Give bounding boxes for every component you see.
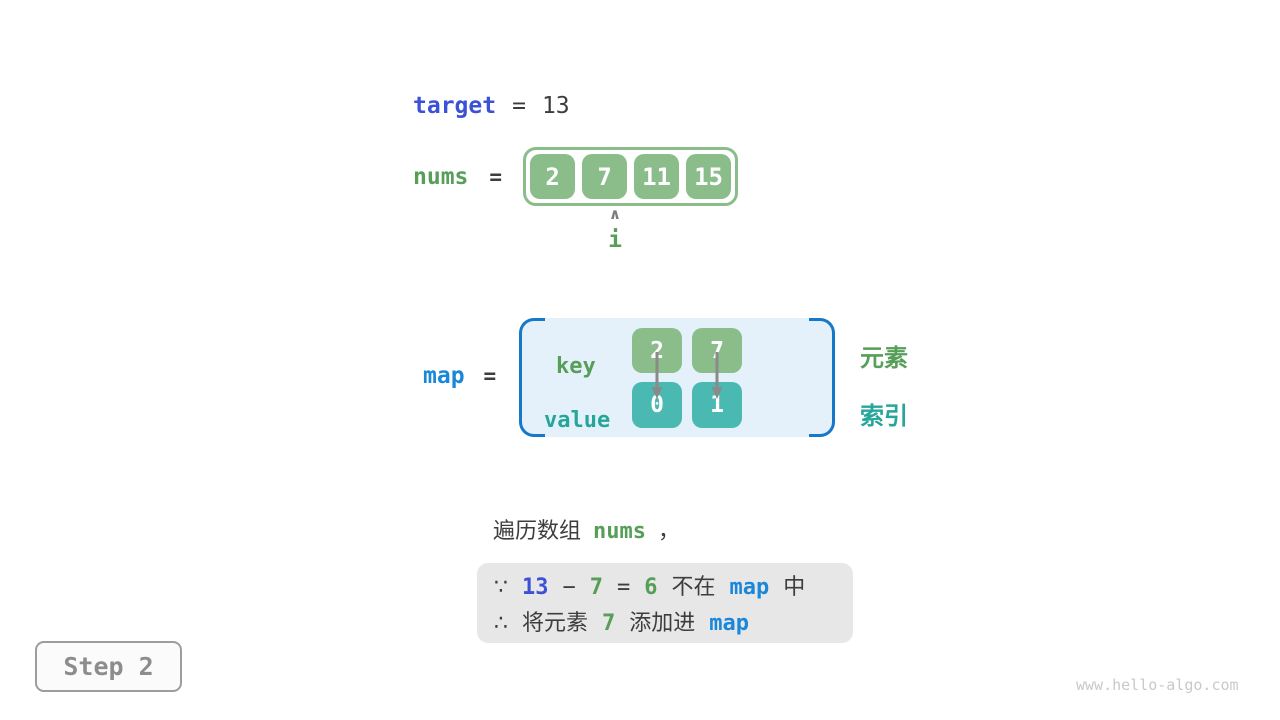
- reason-box: ∵ 13 − 7 = 6 不在 map 中 ∴ 将元素 7 添加进 map: [477, 563, 853, 643]
- nums-line: nums = 2 7 11 15: [413, 147, 739, 206]
- target-equals-sign: =: [512, 93, 526, 119]
- map-line: map =: [423, 363, 496, 389]
- map-bracket-right: [809, 318, 835, 437]
- nums-cell-0: 2: [530, 154, 576, 199]
- because-symbol: ∵: [494, 574, 508, 600]
- map-side-labels: 元素 索引: [860, 338, 908, 431]
- iterate-prefix: 遍历数组: [493, 519, 582, 544]
- map-equals-sign: =: [483, 364, 497, 388]
- nums-array: 2 7 11 15: [523, 147, 739, 206]
- step-badge: Step 2: [35, 641, 182, 692]
- add-prefix-text: 将元素: [522, 610, 589, 636]
- map-var-name: map: [423, 363, 465, 389]
- map-value-cell-1: 1: [692, 382, 742, 428]
- index-pointer-label: i: [608, 227, 622, 253]
- not-in-text: 不在: [671, 574, 716, 600]
- key-to-value-arrow-icon: [651, 352, 663, 399]
- reason-line-2: ∴ 将元素 7 添加进 map: [494, 607, 853, 641]
- minus-sign: −: [562, 574, 576, 600]
- nums-equals-sign: =: [489, 164, 503, 189]
- reason-target-value: 13: [522, 574, 549, 600]
- reason-map-ref: map: [729, 574, 770, 600]
- added-map-ref: map: [709, 610, 750, 636]
- reason-line-1: ∵ 13 − 7 = 6 不在 map 中: [494, 571, 853, 605]
- map-value-cell-0: 0: [632, 382, 682, 428]
- watermark: www.hello-algo.com: [1076, 676, 1239, 694]
- reason-difference: 6: [644, 574, 658, 600]
- map-bracket-left: [519, 318, 545, 437]
- iterate-code-nums: nums: [593, 519, 646, 544]
- iterate-comma: ，: [658, 519, 681, 544]
- nums-var-name: nums: [413, 163, 469, 190]
- side-label-element: 元素: [860, 344, 908, 372]
- target-value: 13: [541, 93, 570, 119]
- added-element-value: 7: [602, 610, 616, 636]
- nums-cell-1: 7: [582, 154, 628, 199]
- nums-cell-2: 11: [634, 154, 680, 199]
- map-panel: key value 2 7 0 1: [519, 318, 835, 437]
- key-to-value-arrow-icon: [711, 352, 723, 399]
- target-var-name: target: [413, 93, 497, 119]
- target-line: target = 13: [413, 93, 570, 119]
- side-label-index: 索引: [860, 402, 908, 430]
- index-pointer-caret-icon: ∧: [608, 205, 622, 223]
- map-key-label: key: [556, 354, 596, 379]
- map-value-label: value: [544, 408, 611, 433]
- reason-current-num: 7: [589, 574, 603, 600]
- reason-equals-sign: =: [617, 574, 631, 600]
- therefore-symbol: ∴: [494, 610, 508, 636]
- iterate-caption: 遍历数组 nums ，: [493, 513, 680, 545]
- nums-cell-3: 15: [686, 154, 732, 199]
- in-suffix-text: 中: [783, 574, 806, 600]
- add-suffix-text: 添加进: [629, 610, 696, 636]
